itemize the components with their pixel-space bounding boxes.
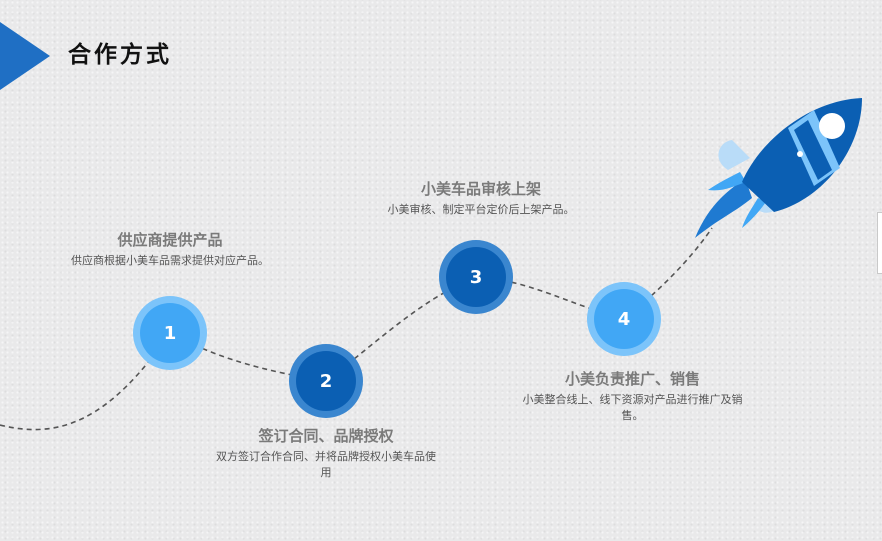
step-4-desc: 小美整合线上、线下资源对产品进行推广及销售。 — [522, 393, 743, 422]
step-1-number: 1 — [140, 303, 200, 363]
step-4-circle: 4 — [587, 282, 661, 356]
side-scroll-tab[interactable] — [877, 212, 882, 274]
step-1-text: 供应商提供产品 供应商根据小美车品需求提供对应产品。 — [55, 229, 285, 269]
page-title: 合作方式 — [68, 42, 172, 68]
step-1-title: 供应商提供产品 — [117, 231, 223, 249]
step-4-title: 小美负责推广、销售 — [564, 370, 700, 388]
rocket-icon — [695, 98, 862, 238]
step-3-desc: 小美审核、制定平台定价后上架产品。 — [387, 203, 575, 216]
step-3-title: 小美车品审核上架 — [420, 180, 541, 198]
step-3-text: 小美车品审核上架 小美审核、制定平台定价后上架产品。 — [366, 178, 596, 218]
step-4-number: 4 — [594, 289, 654, 349]
step-3-number: 3 — [446, 247, 506, 307]
step-2-number: 2 — [296, 351, 356, 411]
step-1-circle: 1 — [133, 296, 207, 370]
step-2-desc: 双方签订合作合同、并将品牌授权小美车品使用 — [216, 450, 436, 479]
step-1-desc: 供应商根据小美车品需求提供对应产品。 — [71, 254, 269, 267]
corner-triangle-marker — [0, 22, 50, 90]
step-3-circle: 3 — [439, 240, 513, 314]
step-2-title: 签订合同、品牌授权 — [258, 427, 394, 445]
step-2-text: 签订合同、品牌授权 双方签订合作合同、并将品牌授权小美车品使用 — [216, 425, 436, 481]
step-2-circle: 2 — [289, 344, 363, 418]
step-4-text: 小美负责推广、销售 小美整合线上、线下资源对产品进行推广及销售。 — [520, 368, 745, 424]
